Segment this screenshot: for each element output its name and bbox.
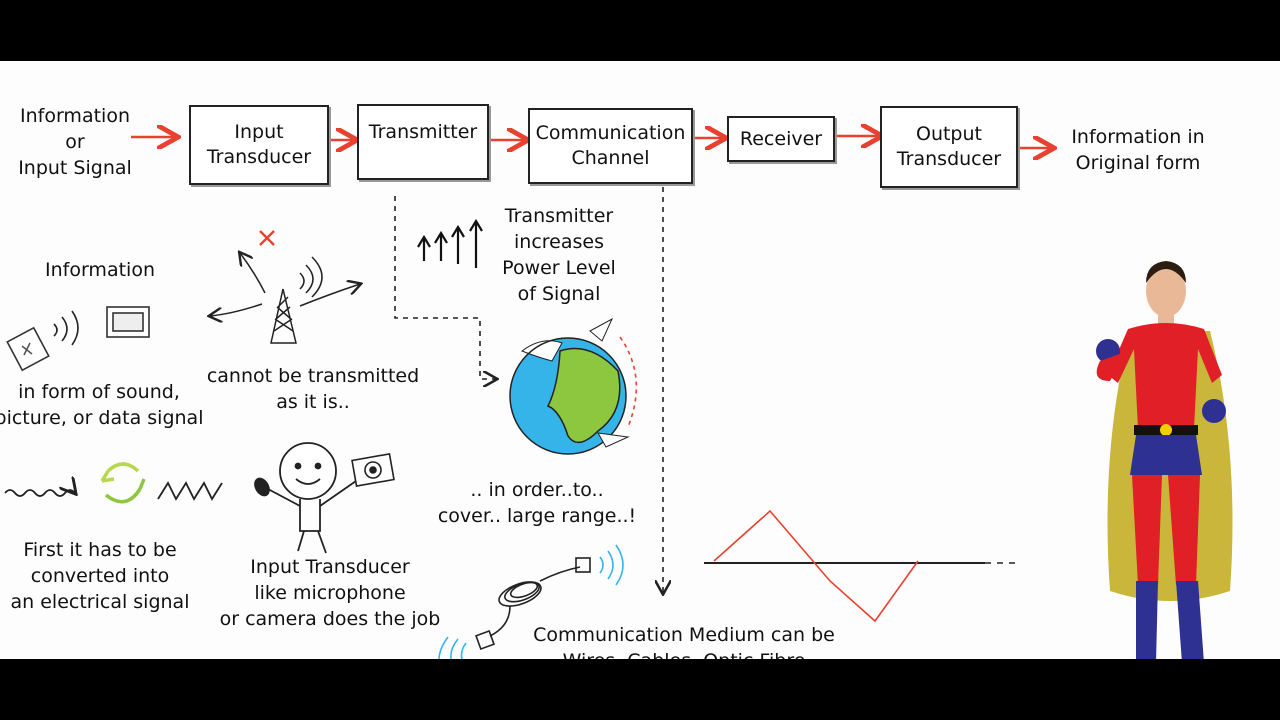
cable-coil-icon [438, 544, 624, 659]
converted-note: First it has to be converted into an ele… [10, 539, 190, 613]
cycle-arrows-icon [100, 462, 146, 504]
input-transducer-note: Input Transducer like microphone or came… [219, 556, 441, 630]
sound-waves-icon [53, 310, 79, 346]
red-cross-icon [259, 230, 275, 246]
transmitter-box: Transmitter [357, 104, 489, 180]
input-signal-label: Information or Input Signal [18, 105, 132, 179]
monitor-icon [106, 306, 150, 338]
superhero-presenter-icon [1096, 261, 1233, 659]
signal-wave-plot [704, 509, 1020, 623]
receiver-box: Receiver [727, 116, 835, 162]
range-note: .. in order..to.. cover.. large range..! [437, 479, 637, 527]
microphone-icon [254, 477, 270, 497]
communication-medium-note: Communication Medium can be Wires, Cable… [533, 624, 835, 659]
stick-figure-icon [267, 442, 357, 554]
output-information-label: Information in Original form [1071, 126, 1205, 174]
squiggle-input [4, 483, 223, 501]
cannot-transmit-note: cannot be transmitted as it is.. [206, 365, 420, 413]
transmitter-power-note: Transmitter increases Power Level of Sig… [502, 205, 616, 305]
power-arrows-icon [417, 218, 483, 268]
transmitter-dashed-path [394, 196, 496, 379]
information-title: Information [45, 259, 155, 281]
flow-arrows [131, 136, 1052, 148]
antenna-tower-icon [210, 253, 360, 344]
diagram-canvas [4, 61, 1233, 659]
phone-icon [6, 326, 50, 372]
information-caption: in form of sound, picture, or data signa… [0, 381, 204, 429]
earth-globe-icon [509, 317, 638, 455]
camera-icon [351, 452, 395, 488]
